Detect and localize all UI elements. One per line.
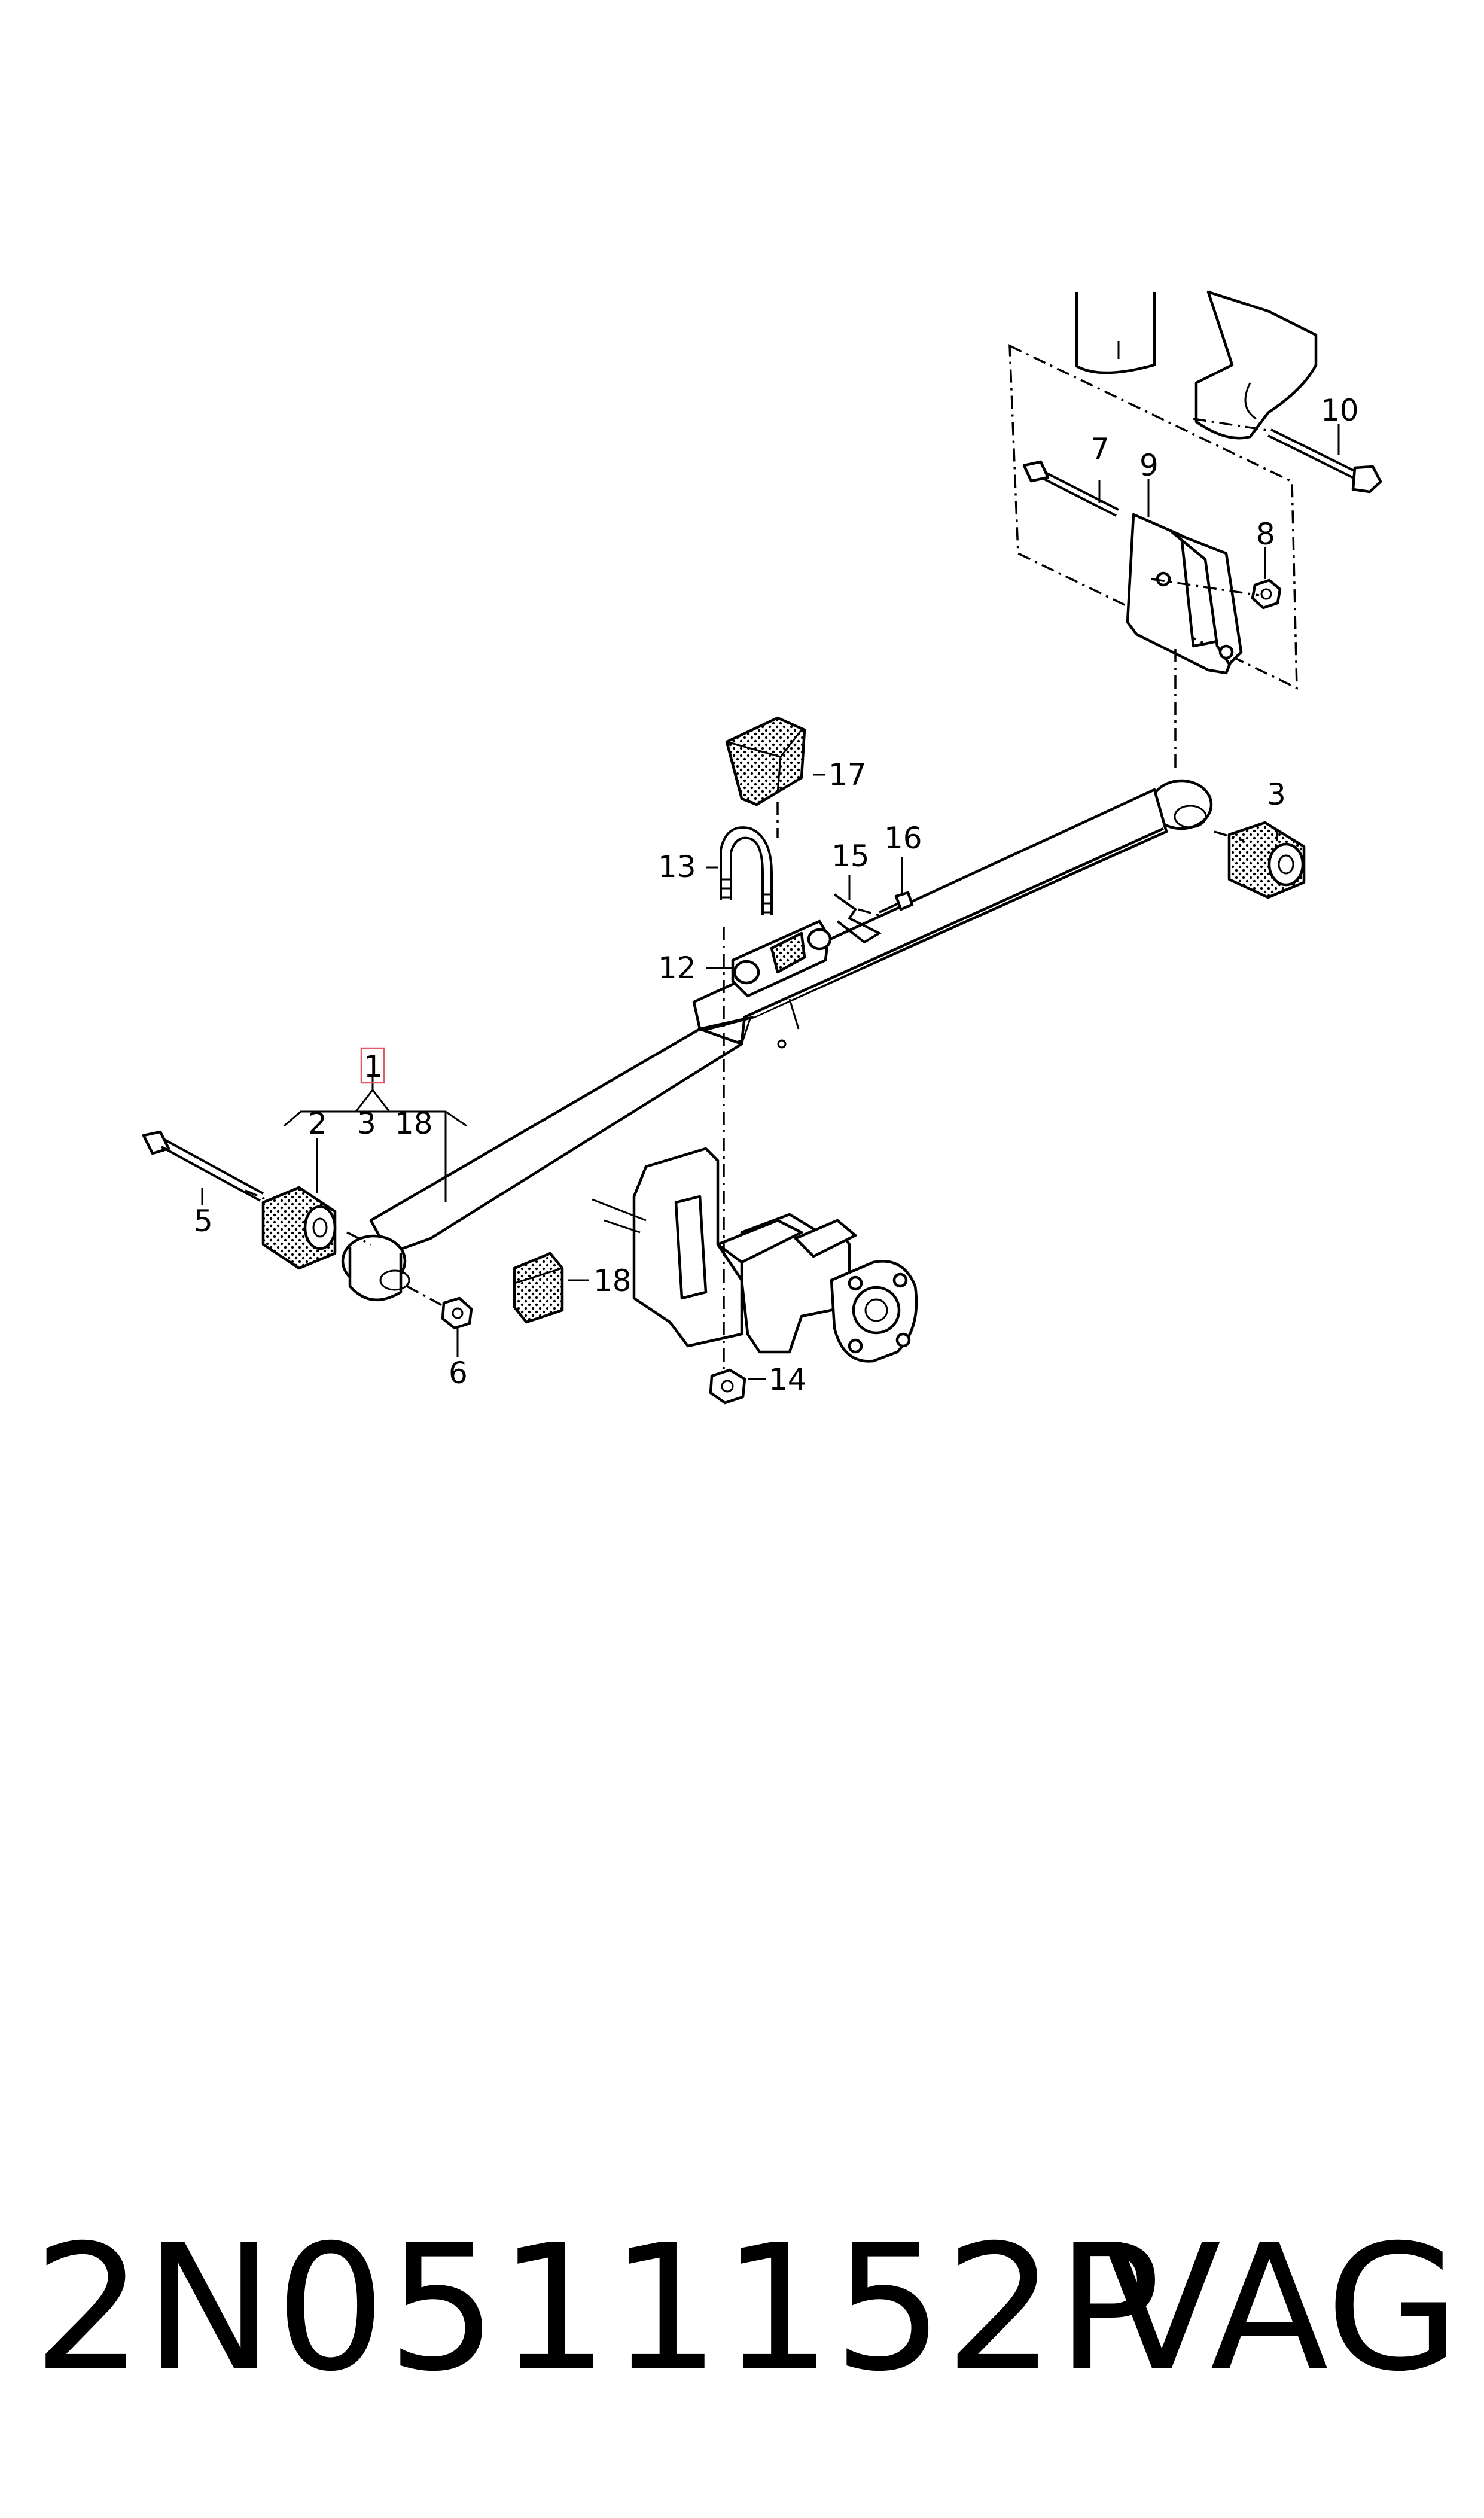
clip-15 bbox=[833, 893, 882, 944]
footer: 2N0511152P VAG bbox=[0, 2190, 1484, 2429]
shackle-plate bbox=[1126, 513, 1234, 675]
frame-bracket-group bbox=[1008, 290, 1382, 772]
callout-12: 12 bbox=[658, 951, 696, 985]
spring-leaf-front bbox=[369, 1027, 743, 1255]
bump-stop-17 bbox=[725, 716, 806, 806]
bushing-rear bbox=[1227, 821, 1306, 899]
callout-6: 6 bbox=[449, 1356, 468, 1390]
frame-bracket-dashed-outline bbox=[1008, 344, 1298, 690]
callout-10: 10 bbox=[1321, 393, 1359, 428]
highlight-box bbox=[360, 1047, 385, 1084]
callout-8: 8 bbox=[1256, 517, 1275, 552]
callout-17: 17 bbox=[828, 757, 867, 792]
callout-3-front: 3 bbox=[357, 1106, 376, 1141]
callout-15: 15 bbox=[831, 839, 870, 873]
callout-9: 9 bbox=[1139, 448, 1159, 483]
nut-8 bbox=[1251, 578, 1282, 610]
spring-leaf-upper bbox=[692, 788, 1168, 1031]
leader-lines bbox=[201, 424, 1340, 1380]
brand-name: VAG bbox=[1102, 2208, 1460, 2410]
spring-plate-12 bbox=[731, 919, 832, 998]
part-number: 2N0511152P bbox=[33, 2208, 1162, 2410]
leaf-spring-exploded-diagram: 1 2 3 18 3 5 6 7 8 9 10 12 13 14 15 16 1… bbox=[142, 290, 1382, 1405]
callout-14: 14 bbox=[769, 1362, 807, 1397]
bolt-10 bbox=[1267, 428, 1382, 494]
callout-18-pad: 18 bbox=[593, 1263, 632, 1298]
frame-hanger-block bbox=[1194, 290, 1318, 440]
callout-5: 5 bbox=[194, 1204, 213, 1238]
nut-6 bbox=[441, 1296, 473, 1330]
callout-7: 7 bbox=[1090, 432, 1110, 467]
shackle-plate-rear bbox=[1171, 531, 1243, 666]
bolt-7 bbox=[1022, 460, 1119, 517]
nut-14 bbox=[709, 1368, 746, 1405]
callout-18-bracket: 18 bbox=[395, 1106, 433, 1141]
callout-3-rear: 3 bbox=[1267, 777, 1286, 812]
u-bolt-13 bbox=[720, 826, 773, 915]
bushing-front bbox=[261, 1186, 337, 1270]
bolt-5 bbox=[142, 1130, 264, 1202]
callout-16: 16 bbox=[884, 821, 922, 855]
spring-pad-18 bbox=[513, 1252, 564, 1324]
chassis-member-stub bbox=[1075, 292, 1156, 374]
callout-2: 2 bbox=[308, 1106, 327, 1141]
callout-13: 13 bbox=[658, 850, 696, 884]
rear-axle-assembly bbox=[592, 1147, 918, 1363]
bolt-16 bbox=[879, 891, 914, 914]
callout-1: 1 bbox=[364, 1049, 383, 1084]
